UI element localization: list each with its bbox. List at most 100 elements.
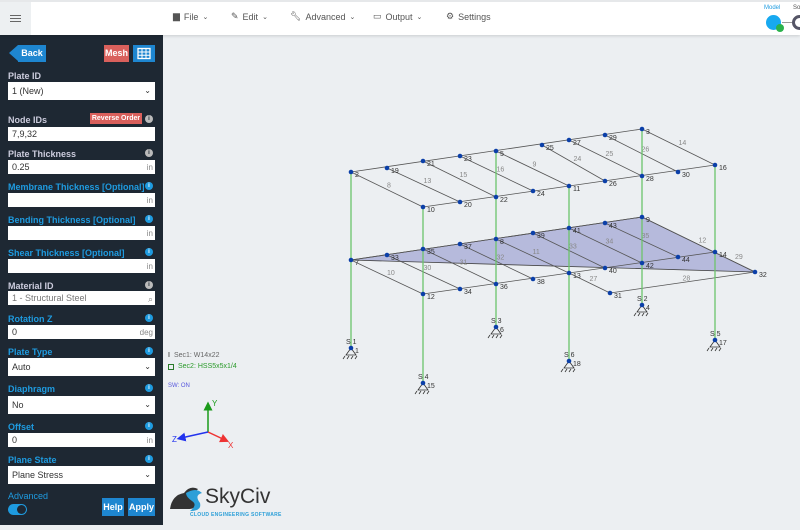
node-14[interactable] bbox=[712, 249, 718, 255]
node-31[interactable] bbox=[607, 290, 613, 296]
node-10[interactable] bbox=[420, 204, 426, 210]
info-icon[interactable]: i bbox=[145, 455, 153, 463]
node-19[interactable] bbox=[384, 165, 390, 171]
beam-member[interactable] bbox=[422, 248, 497, 285]
node-ids-input[interactable]: 7,9,32 bbox=[8, 127, 155, 141]
info-icon[interactable]: i bbox=[145, 248, 153, 256]
bending-thickness-input[interactable]: in bbox=[8, 226, 155, 240]
node-7[interactable] bbox=[348, 257, 354, 263]
beam-member[interactable] bbox=[609, 271, 756, 294]
menu-advanced[interactable]: 🔧︎Advanced⌄ bbox=[290, 11, 356, 22]
beam-member[interactable] bbox=[350, 259, 424, 295]
help-button[interactable]: Help bbox=[102, 498, 124, 516]
beam-member[interactable] bbox=[422, 160, 497, 198]
menu-file[interactable]: ▆File⌄ bbox=[173, 11, 209, 22]
menu-settings[interactable]: ⚙Settings bbox=[446, 11, 491, 22]
menu-output[interactable]: ▭Output⌄ bbox=[373, 11, 423, 22]
membrane-thickness-input[interactable]: in bbox=[8, 193, 155, 207]
node-33[interactable] bbox=[384, 252, 390, 258]
node-24[interactable] bbox=[530, 188, 536, 194]
beam-member[interactable] bbox=[541, 144, 606, 182]
node-30[interactable] bbox=[675, 169, 681, 175]
node-39[interactable] bbox=[530, 230, 536, 236]
node-20[interactable] bbox=[457, 199, 463, 205]
node-28[interactable] bbox=[639, 173, 645, 179]
node-42[interactable] bbox=[639, 260, 645, 266]
info-icon[interactable]: i bbox=[145, 281, 153, 289]
beam-member[interactable] bbox=[568, 272, 611, 294]
info-icon[interactable]: i bbox=[145, 182, 153, 190]
node-38[interactable] bbox=[530, 276, 536, 282]
advanced-toggle[interactable] bbox=[8, 504, 27, 515]
node-1[interactable] bbox=[348, 345, 354, 351]
step-model-button[interactable] bbox=[766, 15, 784, 32]
node-3[interactable] bbox=[639, 126, 645, 132]
node-9[interactable] bbox=[639, 214, 645, 220]
plate-type-select[interactable]: Auto⌄ bbox=[8, 358, 155, 376]
node-15[interactable] bbox=[420, 380, 426, 386]
node-8[interactable] bbox=[493, 236, 499, 242]
beam-member[interactable] bbox=[641, 128, 716, 166]
plate-shell[interactable] bbox=[350, 216, 756, 273]
node-6[interactable] bbox=[493, 324, 499, 330]
table-view-button[interactable] bbox=[133, 45, 155, 62]
diaphragm-select[interactable]: No⌄ bbox=[8, 396, 155, 414]
info-icon[interactable]: i bbox=[145, 215, 153, 223]
node-29[interactable] bbox=[602, 132, 608, 138]
reverse-order-button[interactable]: Reverse Order bbox=[90, 113, 142, 124]
beam-member[interactable] bbox=[495, 238, 570, 274]
node-32[interactable] bbox=[752, 269, 758, 275]
info-icon[interactable]: i bbox=[145, 149, 153, 157]
shear-thickness-input[interactable]: in bbox=[8, 259, 155, 273]
node-2[interactable] bbox=[348, 169, 354, 175]
node-37[interactable] bbox=[457, 241, 463, 247]
plane-state-select[interactable]: Plane Stress⌄ bbox=[8, 466, 155, 484]
node-18[interactable] bbox=[566, 358, 572, 364]
node-25[interactable] bbox=[539, 142, 545, 148]
node-16[interactable] bbox=[712, 162, 718, 168]
node-40[interactable] bbox=[602, 265, 608, 271]
node-36[interactable] bbox=[493, 281, 499, 287]
info-icon[interactable]: i bbox=[145, 422, 153, 430]
info-icon[interactable]: i bbox=[145, 115, 153, 123]
mesh-button[interactable]: Mesh bbox=[104, 45, 129, 62]
material-id-input[interactable]: 1 - Structural Steel⌕ bbox=[8, 291, 155, 305]
node-22[interactable] bbox=[493, 194, 499, 200]
beam-member[interactable] bbox=[495, 150, 570, 187]
beam-member[interactable] bbox=[641, 216, 756, 273]
node-43[interactable] bbox=[602, 220, 608, 226]
node-34[interactable] bbox=[457, 286, 463, 292]
node-23[interactable] bbox=[457, 153, 463, 159]
node-44[interactable] bbox=[675, 254, 681, 260]
info-icon[interactable]: i bbox=[145, 384, 153, 392]
node-17[interactable] bbox=[712, 337, 718, 343]
step-solve-button[interactable] bbox=[792, 15, 800, 30]
beam-member[interactable] bbox=[568, 227, 643, 264]
info-icon[interactable]: i bbox=[145, 314, 153, 322]
plate-id-select[interactable]: 1 (New)⌄ bbox=[8, 82, 155, 100]
node-41[interactable] bbox=[566, 225, 572, 231]
beam-member[interactable] bbox=[568, 139, 643, 177]
node-21[interactable] bbox=[420, 158, 426, 164]
menu-edit[interactable]: ✎Edit⌄ bbox=[231, 11, 268, 22]
info-icon[interactable]: i bbox=[145, 347, 153, 355]
beam-member[interactable] bbox=[386, 167, 461, 203]
node-13[interactable] bbox=[566, 270, 572, 276]
menu-toggle-button[interactable] bbox=[0, 2, 31, 35]
apply-button[interactable]: Apply bbox=[128, 498, 155, 516]
node-4[interactable] bbox=[639, 302, 645, 308]
node-27[interactable] bbox=[566, 137, 572, 143]
node-26[interactable] bbox=[602, 178, 608, 184]
back-button[interactable]: Back bbox=[18, 45, 46, 62]
node-12[interactable] bbox=[420, 291, 426, 297]
node-5[interactable] bbox=[493, 148, 499, 154]
node-11[interactable] bbox=[566, 183, 572, 189]
beam-member[interactable] bbox=[350, 171, 424, 208]
search-icon[interactable]: ⌕ bbox=[147, 294, 153, 304]
node-35[interactable] bbox=[420, 246, 426, 252]
